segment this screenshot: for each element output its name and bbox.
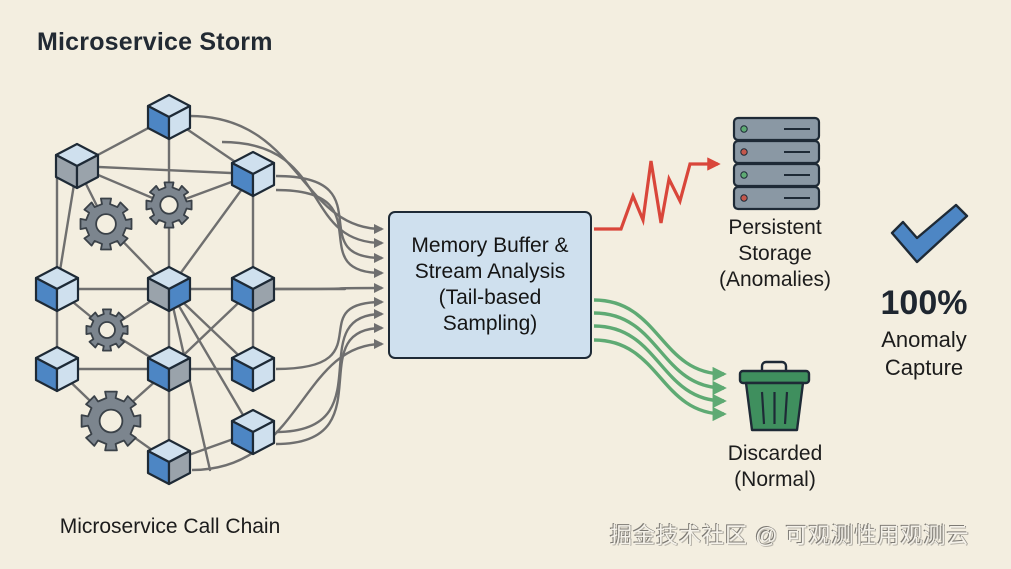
buffer-line: (Tail-based bbox=[438, 286, 542, 309]
gear-hole bbox=[98, 408, 124, 434]
anomaly-arrow bbox=[594, 157, 721, 231]
call-chain-caption: Microservice Call Chain bbox=[59, 515, 281, 538]
inbound-flow-arrow bbox=[189, 114, 385, 235]
capture-line: Capture bbox=[884, 355, 964, 380]
service-cube-icon bbox=[54, 142, 100, 190]
cube-right bbox=[167, 449, 192, 486]
gear-hole bbox=[98, 321, 116, 339]
inbound-flow-arrow bbox=[275, 282, 385, 294]
gear-icon bbox=[80, 390, 142, 452]
network-link bbox=[167, 287, 255, 434]
service-cube-icon bbox=[146, 265, 192, 313]
cube-right bbox=[251, 356, 276, 393]
server-icon bbox=[732, 116, 821, 211]
service-cube-icon bbox=[230, 408, 276, 456]
discard-line: (Normal) bbox=[734, 468, 816, 491]
network-link bbox=[75, 164, 255, 176]
storage-caption: Persistent Storage (Anomalies) bbox=[700, 215, 850, 293]
cube-right bbox=[167, 276, 192, 313]
discard-caption: Discarded (Normal) bbox=[700, 441, 850, 493]
server-led bbox=[740, 194, 748, 202]
normal-flow-arrow bbox=[593, 311, 727, 396]
buffer-label: Memory Buffer & Stream Analysis (Tail-ba… bbox=[411, 233, 568, 337]
storage-line: Storage bbox=[738, 242, 812, 265]
cube-right bbox=[167, 356, 192, 393]
inbound-flows bbox=[189, 114, 385, 472]
trash-icon bbox=[738, 360, 811, 432]
cube-right bbox=[251, 161, 276, 198]
cube-right bbox=[251, 419, 276, 456]
service-cube-icon bbox=[146, 438, 192, 486]
cube-right bbox=[75, 153, 100, 190]
service-cube-icon bbox=[230, 265, 276, 313]
watermark: 掘金技术社区 @ 可观测性用观测云 bbox=[610, 523, 970, 548]
service-cube-icon bbox=[146, 345, 192, 393]
service-cube-icon bbox=[230, 345, 276, 393]
service-cube-icon bbox=[34, 345, 80, 393]
gear-hole bbox=[159, 195, 179, 215]
network-link bbox=[167, 172, 255, 291]
cube-right bbox=[55, 276, 80, 313]
normal-flow-arrow bbox=[593, 298, 727, 382]
storage-line: Persistent bbox=[728, 216, 822, 239]
normal-flow-arrow bbox=[593, 338, 727, 422]
gear-icon bbox=[79, 197, 133, 251]
buffer-line: Sampling) bbox=[442, 312, 538, 335]
server-unit bbox=[732, 185, 821, 211]
inbound-flow-arrow bbox=[221, 140, 385, 249]
discard-line: Discarded bbox=[727, 442, 823, 465]
gear-icon bbox=[85, 308, 129, 352]
gear-icon bbox=[145, 181, 193, 229]
diagram-title: Microservice Storm bbox=[37, 28, 273, 56]
inbound-flow-arrow bbox=[275, 174, 385, 264]
inbound-flow-arrow bbox=[191, 338, 385, 472]
storage-line: (Anomalies) bbox=[718, 268, 832, 291]
service-cube-icon bbox=[230, 150, 276, 198]
inbound-flow-arrow bbox=[275, 322, 385, 446]
memory-buffer-box: Memory Buffer & Stream Analysis (Tail-ba… bbox=[388, 211, 592, 359]
buffer-line: Memory Buffer & bbox=[411, 234, 569, 257]
service-cube-icon bbox=[146, 93, 192, 141]
inbound-flow-arrow bbox=[275, 188, 385, 279]
cube-right bbox=[251, 276, 276, 313]
trash-stripe bbox=[760, 391, 766, 425]
capture-caption: Anomaly Capture bbox=[864, 326, 984, 382]
trash-stripe bbox=[783, 391, 789, 425]
server-led bbox=[740, 148, 748, 156]
capture-line: Anomaly bbox=[881, 327, 967, 352]
cube-right bbox=[167, 104, 192, 141]
capture-percent: 100% bbox=[880, 284, 968, 322]
trash-lid bbox=[738, 369, 811, 385]
normal-flows bbox=[593, 298, 727, 422]
server-led bbox=[740, 125, 748, 133]
gear-hole bbox=[95, 213, 117, 235]
cube-right bbox=[55, 356, 80, 393]
normal-flow-arrow bbox=[593, 324, 727, 409]
server-led bbox=[740, 171, 748, 179]
inbound-flow-arrow bbox=[275, 296, 385, 371]
buffer-line: Stream Analysis bbox=[414, 260, 566, 283]
service-cube-icon bbox=[34, 265, 80, 313]
checkmark-icon bbox=[890, 203, 969, 264]
